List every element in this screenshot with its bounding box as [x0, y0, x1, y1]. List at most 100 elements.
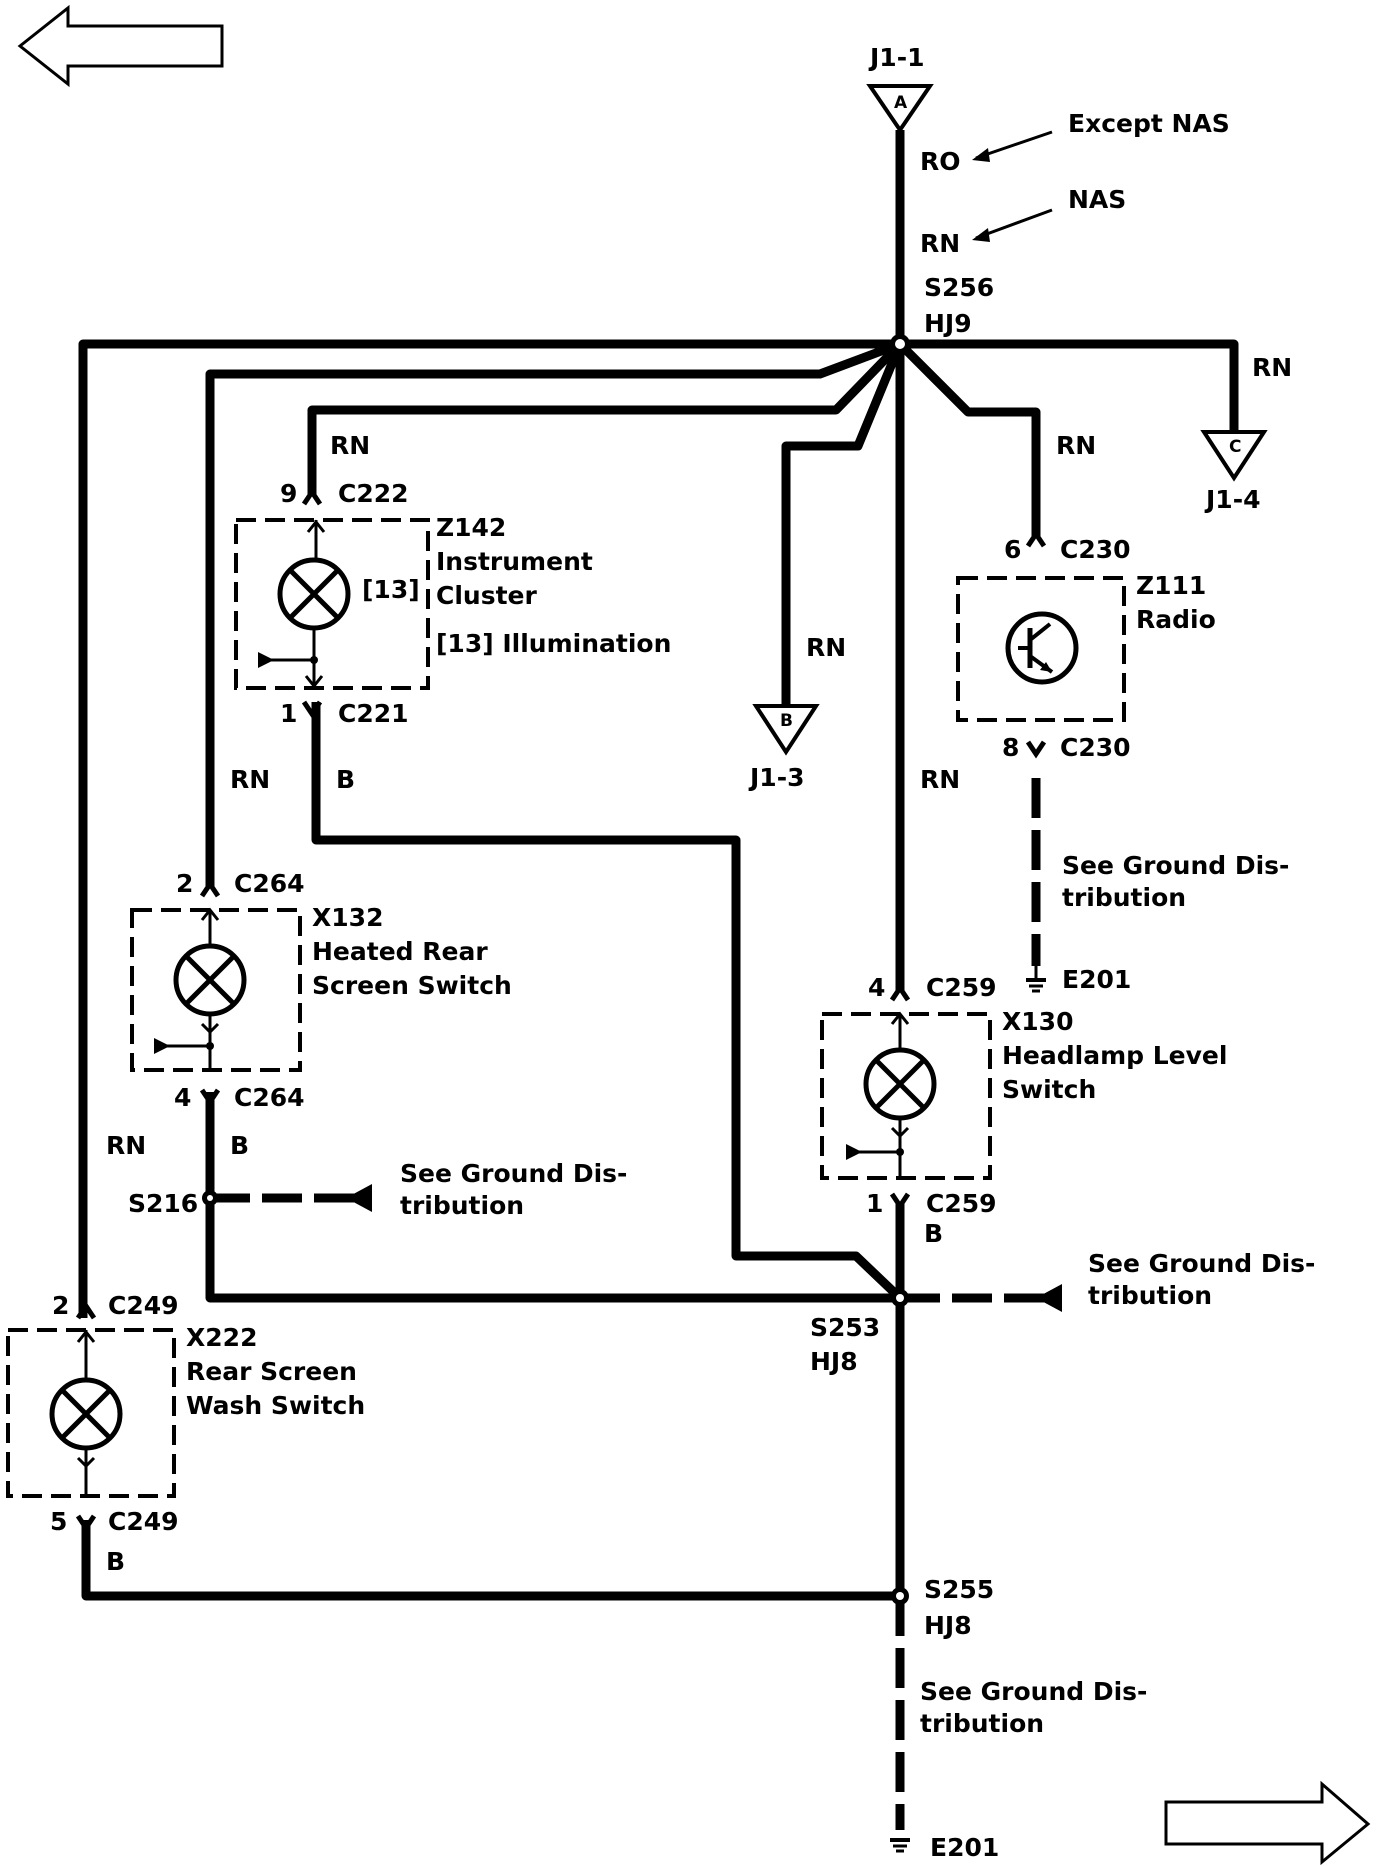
pin-number: 2 [176, 869, 193, 898]
ground-label-e201: E201 [1062, 965, 1131, 994]
component-id-z142: Z142 [436, 513, 506, 542]
wire-rn-x132 [205, 339, 902, 886]
component-x130-headlamp-level-switch[interactable] [820, 1011, 992, 1180]
pin-tick-icon [199, 879, 221, 898]
component-name-line: Cluster [436, 581, 538, 610]
component-z111-radio[interactable] [956, 576, 1126, 722]
pin-tick-icon [75, 1301, 97, 1320]
wire-b-x132 [205, 1092, 900, 1303]
component-id-x130: X130 [1002, 1007, 1073, 1036]
splice-label-hj8: HJ8 [810, 1347, 858, 1376]
wire-color-rn: RN [1056, 431, 1096, 460]
wire-color-rn: RN [330, 431, 370, 460]
pin-tick-icon [1025, 740, 1047, 759]
wire-color-rn: RN [106, 1131, 146, 1160]
component-name-line: Instrument [436, 547, 593, 576]
splice-label-s216: S216 [128, 1189, 198, 1218]
splice-label-s256: S256 [924, 273, 994, 302]
dimmer-arrow-icon [258, 652, 274, 668]
pin-tick-icon [301, 700, 323, 719]
pin-tick-icon [75, 1514, 97, 1533]
component-name-line: Switch [1002, 1075, 1096, 1104]
next-page-arrow-icon[interactable] [1164, 1780, 1371, 1866]
see-ground-distribution[interactable]: See Ground Dis- [400, 1159, 627, 1188]
reference-note-illumination: [13] Illumination [436, 629, 671, 658]
transistor-icon [1005, 611, 1079, 685]
wire-b-x222 [81, 1520, 900, 1601]
splice-label-hj8: HJ8 [924, 1611, 972, 1640]
connector-letter: C [1229, 437, 1241, 457]
pin-number: 9 [280, 479, 297, 508]
pin-tick-icon [1025, 529, 1047, 548]
connector-label-j1-3: J1-3 [748, 763, 804, 792]
splice-label-hj9: HJ9 [924, 309, 972, 338]
connector-id: C249 [108, 1291, 179, 1320]
connector-letter: B [780, 711, 793, 731]
component-name-line: Heated Rear [312, 937, 488, 966]
connector-id: C264 [234, 869, 305, 898]
annotation-arrow-icon [972, 130, 1053, 162]
wire-rn-x222 [78, 339, 900, 1318]
ground-symbol-icon [1026, 966, 1046, 993]
splice-s256 [890, 334, 910, 354]
annotation-arrow-icon [972, 208, 1053, 242]
see-ground-distribution[interactable]: See Ground Dis- [1062, 851, 1289, 880]
component-id-x222: X222 [186, 1323, 257, 1352]
see-ground-distribution[interactable]: See Ground Dis- [920, 1677, 1147, 1706]
pin-tick-icon [301, 487, 323, 506]
connector-id: C249 [108, 1507, 179, 1536]
pin-number: 5 [50, 1507, 67, 1536]
component-x222-rear-screen-wash-switch[interactable] [6, 1328, 176, 1498]
pin-number: 4 [174, 1083, 191, 1112]
wire-color-rn: RN [806, 633, 846, 662]
dimmer-arrow-icon [846, 1144, 862, 1160]
ground-arrow-icon [1036, 1284, 1062, 1312]
pin-number: 1 [280, 699, 297, 728]
see-ground-distribution[interactable]: tribution [400, 1191, 524, 1220]
wire-color-b: B [924, 1219, 943, 1248]
see-ground-distribution[interactable]: See Ground Dis- [1088, 1249, 1315, 1278]
connector-id: C259 [926, 1189, 997, 1218]
see-ground-distribution[interactable]: tribution [1088, 1281, 1212, 1310]
connector-id: C230 [1060, 535, 1131, 564]
splice-s216 [202, 1190, 218, 1206]
wire-color-rn: RN [920, 765, 960, 794]
wire-color-ro: RO [920, 147, 961, 176]
component-id-z111: Z111 [1136, 571, 1206, 600]
component-name-line: Radio [1136, 605, 1216, 634]
wire-color-b: B [336, 765, 355, 794]
splice-label-s253: S253 [810, 1313, 880, 1342]
splice-s255 [891, 1587, 909, 1605]
connector-id: C259 [926, 973, 997, 1002]
see-ground-distribution[interactable]: tribution [920, 1709, 1044, 1738]
previous-page-arrow-icon[interactable] [17, 4, 224, 88]
connector-id: C264 [234, 1083, 305, 1112]
connector-j1-4: C [1200, 430, 1268, 482]
component-z142-instrument-cluster[interactable] [234, 518, 430, 690]
dimmer-arrow-icon [154, 1038, 170, 1054]
pin-number: 1 [866, 1189, 883, 1218]
ground-arrow-icon [346, 1184, 372, 1212]
ground-label-e201: E201 [930, 1833, 999, 1862]
wire-rn-j1-3 [781, 342, 905, 706]
wire-color-rn: RN [1252, 353, 1292, 382]
component-name-line: Rear Screen [186, 1357, 357, 1386]
connector-id: C221 [338, 699, 409, 728]
wire-color-b: B [230, 1131, 249, 1160]
wire-color-rn: RN [230, 765, 270, 794]
reference-note: [13] [362, 575, 420, 604]
note-except-nas: Except NAS [1068, 109, 1230, 138]
component-id-x132: X132 [312, 903, 383, 932]
component-x132-heated-rear-screen-switch[interactable] [130, 907, 302, 1072]
pin-number: 6 [1004, 535, 1021, 564]
see-ground-distribution[interactable]: tribution [1062, 883, 1186, 912]
component-name-line: Wash Switch [186, 1391, 365, 1420]
note-nas: NAS [1068, 185, 1126, 214]
connector-letter: A [894, 93, 908, 113]
connector-j1-1: A [866, 84, 934, 134]
wire-color-rn: RN [920, 229, 960, 258]
wire-color-b: B [106, 1547, 125, 1576]
wire-b-z142 [311, 702, 904, 1302]
